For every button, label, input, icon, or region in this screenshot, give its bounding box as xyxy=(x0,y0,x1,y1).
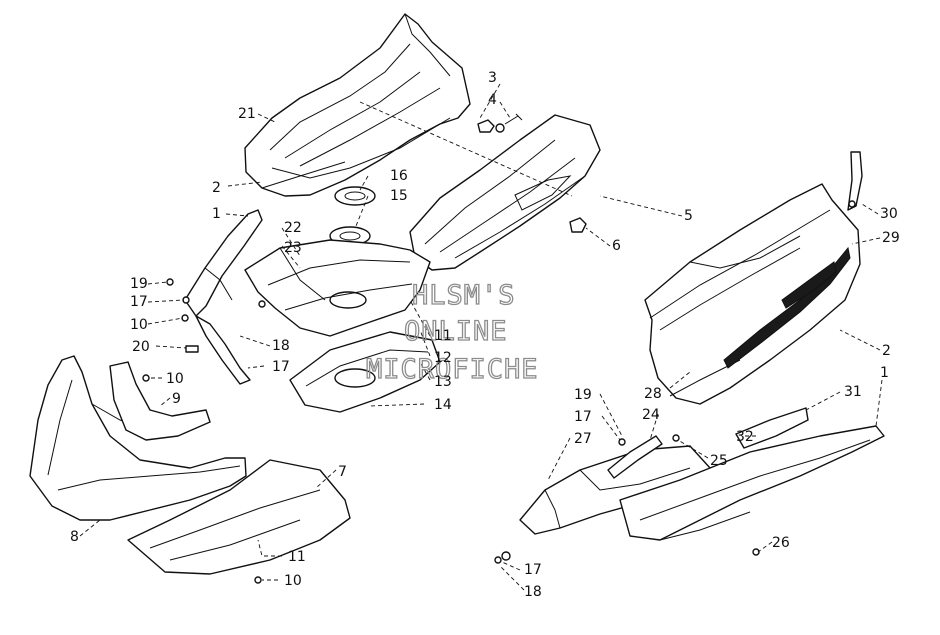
part-1-bracket xyxy=(184,209,263,385)
callout-15: 15 xyxy=(390,188,408,204)
part-16-washer xyxy=(334,186,376,206)
callout-11: 11 xyxy=(434,328,452,344)
callout-24: 24 xyxy=(642,407,660,423)
part-2-side-panel xyxy=(644,183,861,405)
part-3-4-hardware xyxy=(477,113,523,133)
watermark-line-3: MICROFICHE xyxy=(366,354,539,385)
callout-5: 5 xyxy=(684,208,693,224)
callout-26: 26 xyxy=(772,535,790,551)
callout-21: 21 xyxy=(238,106,256,122)
callout-8: 8 xyxy=(70,529,79,545)
callout-20: 20 xyxy=(132,339,150,355)
part-31-plate xyxy=(735,407,809,449)
callout-29: 29 xyxy=(882,230,900,246)
callout-19: 19 xyxy=(130,276,148,292)
callout-16: 16 xyxy=(390,168,408,184)
callout-14: 14 xyxy=(434,397,452,413)
watermark: HLSM'S ONLINE MICROFICHE xyxy=(365,279,539,385)
callout-18-b: 18 xyxy=(524,584,542,600)
callout-18: 18 xyxy=(272,338,290,354)
callout-13: 13 xyxy=(434,374,452,390)
callout-17-c: 17 xyxy=(574,409,592,425)
callout-2-b: 2 xyxy=(882,343,891,359)
callout-17-b: 17 xyxy=(272,359,290,375)
callout-17: 17 xyxy=(130,294,148,310)
callout-11-b: 11 xyxy=(288,549,306,565)
assembly-line xyxy=(359,101,573,197)
callout-10: 10 xyxy=(130,317,148,333)
part-21-upper-pan xyxy=(244,13,471,197)
callout-1: 1 xyxy=(212,206,221,222)
part-14-lower-plate xyxy=(289,331,441,413)
callout-7: 7 xyxy=(338,464,347,480)
leader-lines xyxy=(79,83,883,591)
part-8-bumper xyxy=(29,355,247,521)
part-1-skid-right xyxy=(619,425,885,541)
callout-9: 9 xyxy=(172,391,181,407)
callout-2: 2 xyxy=(212,180,221,196)
callout-23: 23 xyxy=(284,240,302,256)
callout-17-d: 17 xyxy=(524,562,542,578)
callout-10-b: 10 xyxy=(166,371,184,387)
callout-28: 28 xyxy=(644,386,662,402)
callout-3: 3 xyxy=(488,70,497,86)
part-6-nut xyxy=(569,217,587,233)
fasteners-left xyxy=(142,278,266,584)
part-5-middle-pan xyxy=(409,114,601,271)
callout-25: 25 xyxy=(710,453,728,469)
callout-30: 30 xyxy=(880,206,898,222)
watermark-line-1: HLSM'S xyxy=(412,280,516,311)
callout-labels: 21 3 4 2 16 15 1 22 23 5 6 30 29 19 17 1… xyxy=(70,70,900,600)
part-7-skid-plate xyxy=(127,459,351,575)
callout-6: 6 xyxy=(612,238,621,254)
part-23-skid-plate xyxy=(244,239,431,337)
callout-32: 32 xyxy=(736,429,754,445)
callout-31: 31 xyxy=(844,384,862,400)
callout-4: 4 xyxy=(488,92,497,108)
part-9-bracket xyxy=(109,361,211,441)
callout-22: 22 xyxy=(284,220,302,236)
callout-19-b: 19 xyxy=(574,387,592,403)
part-30-bracket xyxy=(847,151,863,211)
callout-10-c: 10 xyxy=(284,573,302,589)
callout-27: 27 xyxy=(574,431,592,447)
watermark-line-2: ONLINE xyxy=(404,316,508,347)
callout-1-b: 1 xyxy=(880,365,889,381)
part-24-bracket xyxy=(494,434,760,564)
callout-12: 12 xyxy=(434,350,452,366)
